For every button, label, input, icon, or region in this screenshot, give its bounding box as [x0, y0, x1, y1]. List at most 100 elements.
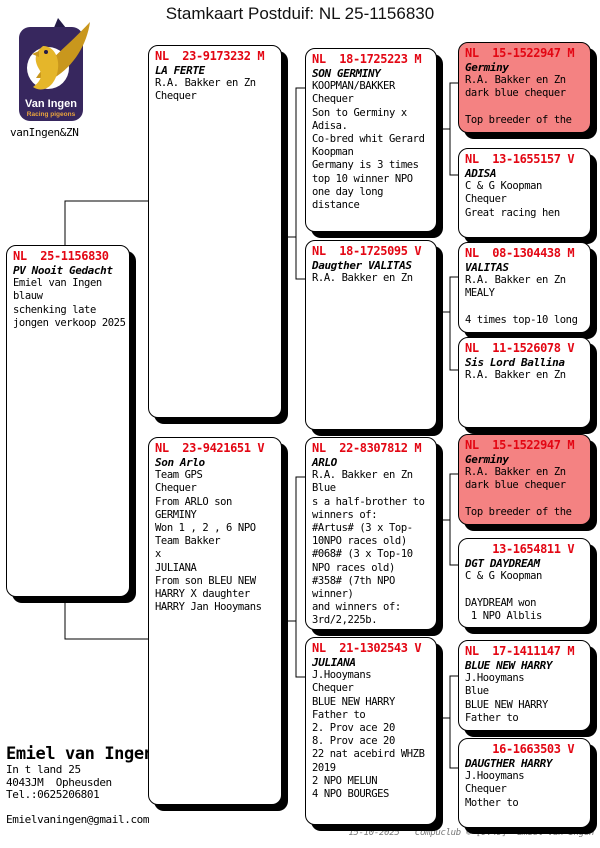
detail-line: 3rd/2,225b. — [312, 614, 378, 627]
detail-line: top 10 winner NPO — [312, 172, 413, 185]
detail-line: R.A. Bakker en Zn — [465, 74, 566, 87]
detail-line: C & G Koopman — [465, 180, 542, 193]
detail-line: Chequer — [312, 682, 354, 695]
detail-line: Chequer — [155, 482, 197, 495]
ring-number: NL 15-1522947 M — [465, 46, 575, 60]
detail-line: 2019 — [312, 761, 336, 774]
detail-line: R.A. Bakker en Zn — [465, 369, 566, 382]
pedigree-box-ss-sire: NL 15-1522947 M Germiny R.A. Bakker en Z… — [458, 42, 591, 133]
pedigree-box-dd-sire: NL 17-1411147 M BLUE NEW HARRY J.Hooyman… — [458, 640, 591, 731]
detail-line: J.Hooymans — [312, 669, 372, 682]
pedigree-box-sire-dam: NL 18-1725095 V Daugther VALITAS R.A. Ba… — [305, 240, 437, 430]
pedigree-box-sire-sire: NL 18-1725223 M SON GERMINY KOOPMAN/BAKK… — [305, 48, 437, 232]
detail-line: GERMINY — [155, 508, 197, 521]
detail-line: #068# (3 x Top-10 — [312, 548, 413, 561]
brand-logo: Van Ingen Racing pigeons — [16, 18, 94, 128]
ring-number: NL 13-1655157 V — [465, 152, 575, 166]
detail-line: HARRY X daughter — [155, 588, 250, 601]
detail-line: x — [155, 548, 161, 561]
pigeon-name: VALITAS — [465, 261, 509, 274]
detail-line: 8. Prov ace 20 — [312, 735, 395, 748]
ring-number: NL 25-1156830 — [13, 249, 109, 263]
pigeon-name: PV Nooit Gedacht — [13, 264, 113, 277]
page-title: Stamkaart Postduif: NL 25-1156830 — [165, 4, 435, 23]
pigeon-name: Daugther VALITAS — [312, 259, 412, 272]
owner-name: Emiel van Ingen — [6, 744, 154, 764]
pigeon-details: R.A. Bakker en Zn — [312, 272, 430, 285]
detail-line: winners of: — [312, 508, 378, 521]
detail-line: 22 nat acebird WHZB — [312, 748, 425, 761]
pigeon-name: Germiny — [465, 61, 509, 74]
detail-line — [465, 301, 584, 314]
ring-number: NL 17-1411147 M — [465, 644, 575, 658]
pigeon-name: JULIANA — [312, 656, 356, 669]
detail-line: KOOPMAN/BAKKER — [312, 80, 395, 93]
pigeon-name: Germiny — [465, 453, 509, 466]
detail-line: Co-bred whit Gerard — [312, 133, 425, 146]
ring-number: NL 15-1522947 M — [465, 438, 575, 452]
detail-line: 10NPO races old) — [312, 535, 407, 548]
detail-line: HARRY Jan Hooymans — [155, 601, 262, 614]
detail-line: 1 NPO Alblis — [465, 609, 542, 622]
detail-line: Tel.:0625206801 — [6, 788, 100, 801]
pigeon-name: SON GERMINY — [312, 67, 381, 80]
detail-line: J.Hooymans — [465, 672, 525, 685]
detail-line: Won 1 , 2 , 6 NPO — [155, 522, 256, 535]
pedigree-box-sire: NL 23-9173232 M LA FERTE R.A. Bakker en … — [148, 45, 282, 418]
detail-line: 4 times top-10 long — [465, 313, 578, 326]
pigeon-details: R.A. Bakker en Zn — [465, 369, 584, 382]
pedigree-box-sd-sire: NL 08-1304438 M VALITAS R.A. Bakker en Z… — [458, 242, 591, 333]
detail-line: J.Hooymans — [465, 770, 525, 783]
detail-line — [465, 101, 584, 114]
logo-tagline-text: Racing pigeons — [27, 111, 76, 118]
detail-line: Blue — [312, 482, 336, 495]
detail-line: s a half-brother to — [312, 495, 425, 508]
logo-brand-text: Van Ingen — [25, 98, 77, 110]
ring-number: 16-1663503 V — [465, 742, 575, 756]
detail-line: and winners of: — [312, 601, 401, 614]
detail-line: DAYDREAM won — [465, 596, 537, 609]
detail-line: Germany is 3 times — [312, 159, 419, 172]
detail-line: Chequer — [465, 783, 507, 796]
footer-credit: 15-10-2025 Compuclub © [9.49] Emiel van … — [348, 828, 594, 838]
pigeon-name: Son Arlo — [155, 456, 205, 469]
detail-line: Father to — [312, 708, 366, 721]
detail-line: NPO races old) — [312, 561, 395, 574]
pigeon-name: DGT DAYDREAM — [465, 557, 540, 570]
detail-line: winner) — [312, 588, 354, 601]
pedigree-box-subject: NL 25-1156830 PV Nooit Gedacht Emiel van… — [6, 245, 130, 597]
detail-line: In t land 25 — [6, 763, 81, 776]
ring-number: NL 22-8307812 M — [312, 441, 422, 455]
detail-line: Son to Germiny x — [312, 106, 407, 119]
detail-line: Top breeder of the — [465, 113, 572, 126]
detail-line: dark blue chequer — [465, 87, 566, 100]
detail-line: jongen verkoop 2025 — [13, 316, 126, 329]
ring-number: NL 11-1526078 V — [465, 341, 575, 355]
detail-line: Adisa. — [312, 119, 348, 132]
ring-number: NL 23-9173232 M — [155, 49, 265, 63]
detail-line: 4043JM Opheusden — [6, 775, 112, 789]
detail-line: #358# (7th NPO — [312, 574, 395, 587]
ring-number: NL 18-1725223 M — [312, 52, 422, 66]
detail-line: Chequer — [155, 90, 197, 103]
detail-line: distance — [312, 199, 360, 212]
detail-line: 2. Prov ace 20 — [312, 722, 395, 735]
ring-number: 13-1654811 V — [465, 542, 575, 556]
detail-line: Team GPS — [155, 469, 203, 482]
bird-icon: Van Ingen Racing pigeons — [19, 18, 90, 121]
pigeon-name: DAUGTHER HARRY — [465, 757, 553, 770]
